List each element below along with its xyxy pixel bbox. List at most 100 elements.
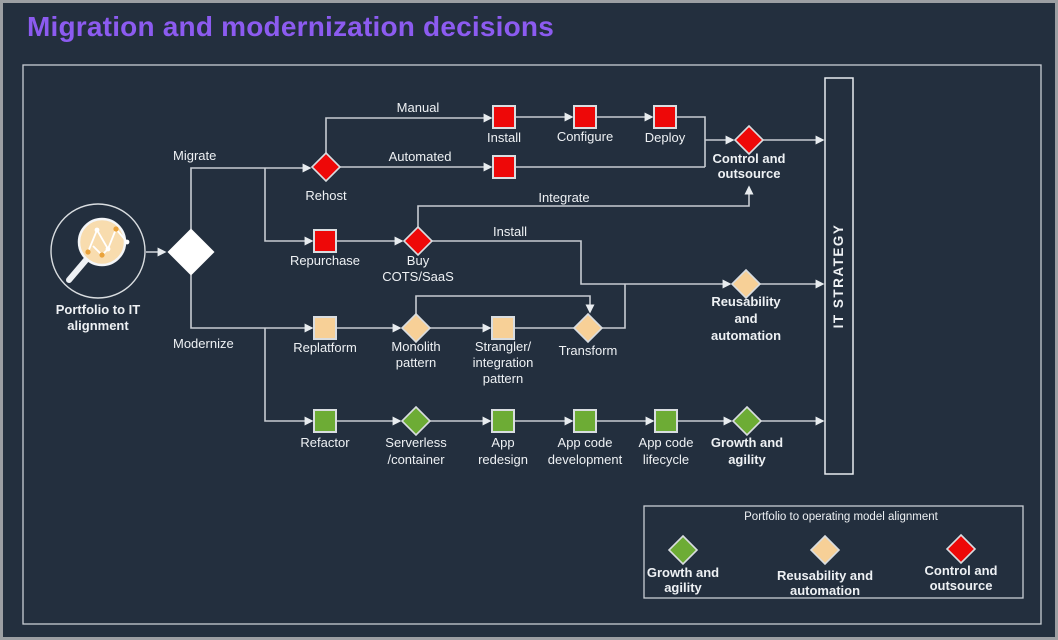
app-code-lifecycle-label-line1: App code <box>639 435 694 450</box>
legend-control-label-line1: Control and <box>925 563 998 578</box>
node-deploy: Deploy <box>645 105 686 145</box>
node-replatform: Replatform <box>293 316 357 355</box>
app-code-dev-label-line1: App code <box>558 435 613 450</box>
reusability-label-line1: Reusability <box>711 294 781 309</box>
edge-migrate <box>190 163 312 229</box>
monolith-diamond <box>400 312 432 344</box>
page-title: Migration and modernization decisions <box>27 11 554 42</box>
transform-diamond <box>572 312 604 344</box>
reusability-diamond <box>730 268 762 300</box>
repurchase-label: Repurchase <box>290 253 360 268</box>
edge-to-refactor <box>264 328 314 426</box>
strangler-label-line2: integration <box>473 355 534 370</box>
buy-cots-diamond <box>402 225 434 257</box>
app-code-lifecycle-square <box>654 409 678 433</box>
growth-agility-label-line1: Growth and <box>711 435 783 450</box>
strangler-square <box>491 316 515 340</box>
node-install: Install <box>487 105 521 145</box>
edge-install-to-reusability <box>432 240 732 289</box>
configure-square <box>573 105 597 129</box>
node-configure: Configure <box>557 105 613 144</box>
node-reusability-automation: Reusability and automation <box>711 268 781 343</box>
node-repurchase: Repurchase <box>290 229 360 268</box>
reusability-label-line3: automation <box>711 328 781 343</box>
edge-deploy-out <box>676 116 706 167</box>
automated-square <box>492 155 516 179</box>
buy-cots-label-line1: Buy <box>407 253 430 268</box>
node-app-code-development: App code development <box>548 409 623 467</box>
serverless-diamond <box>400 405 432 437</box>
reusability-label-line2: and <box>734 311 757 326</box>
rehost-label: Rehost <box>305 188 347 203</box>
legend: Portfolio to operating model alignment G… <box>643 505 1024 599</box>
strangler-label-line3: pattern <box>483 371 523 386</box>
integrate-label: Integrate <box>538 190 589 205</box>
app-code-dev-square <box>573 409 597 433</box>
modernize-label: Modernize <box>173 336 234 351</box>
install-edge-label: Install <box>493 224 527 239</box>
content-frame <box>22 64 1042 625</box>
control-outsource-label-line2: outsource <box>718 166 781 181</box>
legend-reusability-diamond <box>809 534 841 566</box>
edge-modernize <box>190 275 314 333</box>
edges <box>146 112 825 426</box>
it-strategy-label: IT STRATEGY <box>831 224 846 329</box>
install-square <box>492 105 516 129</box>
it-strategy-rect <box>824 77 854 475</box>
decision-diamond <box>167 228 215 276</box>
legend-reusability-label-line1: Reusability and <box>777 568 873 583</box>
control-outsource-diamond <box>733 124 765 156</box>
node-automated-install <box>492 155 516 179</box>
app-redesign-label-line2: redesign <box>478 452 528 467</box>
transform-label: Transform <box>559 343 618 358</box>
growth-agility-diamond <box>731 405 763 437</box>
serverless-label-line1: Serverless <box>385 435 447 450</box>
legend-growth-label-line2: agility <box>664 580 702 595</box>
legend-control-label-line2: outsource <box>930 578 993 593</box>
refactor-square <box>313 409 337 433</box>
legend-growth-label-line1: Growth and <box>647 565 719 580</box>
node-strangler-pattern: Strangler/ integration pattern <box>473 316 534 386</box>
buy-cots-label-line2: COTS/SaaS <box>382 269 454 284</box>
edge-manual <box>325 113 493 153</box>
replatform-label: Replatform <box>293 340 357 355</box>
control-outsource-label-line1: Control and <box>713 151 786 166</box>
refactor-label: Refactor <box>300 435 350 450</box>
serverless-label-line2: /container <box>387 452 445 467</box>
node-serverless-container: Serverless /container <box>385 405 447 467</box>
edge-monolith-bypass <box>415 295 595 314</box>
flow-diagram: Portfolio to IT alignment Migrate Modern… <box>22 64 1042 625</box>
it-strategy-bar: IT STRATEGY <box>824 77 854 475</box>
rehost-diamond <box>310 151 342 183</box>
deploy-square <box>653 105 677 129</box>
app-code-lifecycle-label-line2: lifecycle <box>643 452 689 467</box>
strangler-label-line1: Strangler/ <box>475 339 532 354</box>
monolith-label-line1: Monolith <box>391 339 440 354</box>
configure-label: Configure <box>557 129 613 144</box>
node-growth-agility: Growth and agility <box>711 405 783 467</box>
node-refactor: Refactor <box>300 409 350 450</box>
edge-transform-out <box>602 284 626 329</box>
start-label-line2: alignment <box>67 318 129 333</box>
magnifier-icon <box>66 217 130 283</box>
node-app-code-lifecycle: App code lifecycle <box>639 409 694 467</box>
replatform-square <box>313 316 337 340</box>
node-app-redesign: App redesign <box>478 409 528 467</box>
edge-integrate <box>417 185 754 227</box>
start-node: Portfolio to IT alignment <box>50 203 146 333</box>
legend-growth-diamond <box>667 534 699 566</box>
app-code-dev-label-line2: development <box>548 452 623 467</box>
node-monolith-pattern: Monolith pattern <box>391 312 441 370</box>
node-transform: Transform <box>559 312 618 358</box>
growth-agility-label-line2: agility <box>728 452 766 467</box>
automated-label: Automated <box>389 149 452 164</box>
start-circle <box>50 203 146 299</box>
repurchase-square <box>313 229 337 253</box>
legend-frame <box>643 505 1024 599</box>
node-control-outsource: Control and outsource <box>713 124 786 181</box>
legend-title: Portfolio to operating model alignment <box>744 511 939 523</box>
deploy-label: Deploy <box>645 130 686 145</box>
manual-label: Manual <box>397 100 440 115</box>
monolith-label-line2: pattern <box>396 355 436 370</box>
